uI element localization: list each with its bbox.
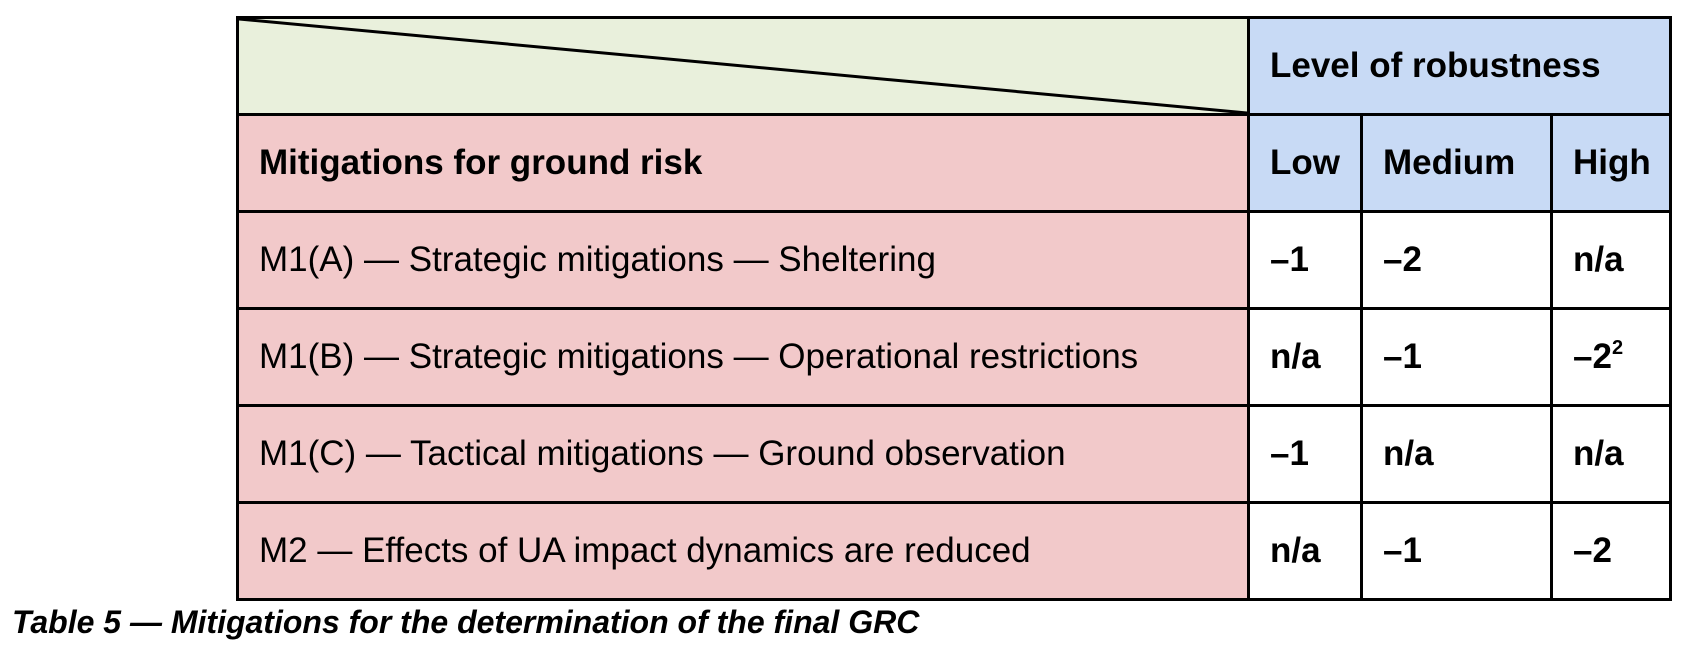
- value-high-text: n/a: [1573, 240, 1624, 279]
- level-high-header: High: [1549, 113, 1673, 213]
- corner-cell: [236, 16, 1250, 116]
- diagonal-line: [239, 19, 1247, 113]
- level-medium-header: Medium: [1360, 113, 1553, 213]
- value-high: n/a: [1549, 404, 1673, 504]
- mitigation-label: M1(C) — Tactical mitigations — Ground ob…: [236, 404, 1250, 504]
- table-row: M1(A) — Strategic mitigations — Shelteri…: [236, 210, 1673, 310]
- robustness-header: Level of robustness: [1246, 16, 1673, 116]
- mitigation-label: M1(A) — Strategic mitigations — Shelteri…: [236, 210, 1250, 310]
- value-low: n/a: [1247, 307, 1363, 407]
- value-low: n/a: [1247, 501, 1363, 601]
- value-medium: –1: [1360, 307, 1553, 407]
- header-row-levels: Mitigations for ground risk Low Medium H…: [236, 113, 1673, 213]
- table-row: M2 — Effects of UA impact dynamics are r…: [236, 501, 1673, 601]
- value-high: –22: [1549, 307, 1673, 407]
- value-high: n/a: [1549, 210, 1673, 310]
- value-low: –1: [1247, 210, 1363, 310]
- value-medium: n/a: [1360, 404, 1553, 504]
- mitigations-table: Level of robustness Mitigations for grou…: [236, 16, 1673, 601]
- value-medium: –2: [1360, 210, 1553, 310]
- table-row: M1(B) — Strategic mitigations — Operatio…: [236, 307, 1673, 407]
- mitigations-header: Mitigations for ground risk: [236, 113, 1250, 213]
- footnote-marker: 2: [1611, 337, 1624, 359]
- mitigation-label: M1(B) — Strategic mitigations — Operatio…: [236, 307, 1250, 407]
- table-caption: Table 5 — Mitigations for the determinat…: [12, 604, 920, 640]
- value-high-text: –2: [1573, 337, 1612, 376]
- value-low: –1: [1247, 404, 1363, 504]
- level-low-header: Low: [1247, 113, 1363, 213]
- value-high: –2: [1549, 501, 1673, 601]
- value-high-text: –2: [1573, 531, 1612, 570]
- value-medium: –1: [1360, 501, 1553, 601]
- mitigation-label: M2 — Effects of UA impact dynamics are r…: [236, 501, 1250, 601]
- header-row-robustness: Level of robustness: [236, 16, 1673, 116]
- value-high-text: n/a: [1573, 434, 1624, 473]
- table-row: M1(C) — Tactical mitigations — Ground ob…: [236, 404, 1673, 504]
